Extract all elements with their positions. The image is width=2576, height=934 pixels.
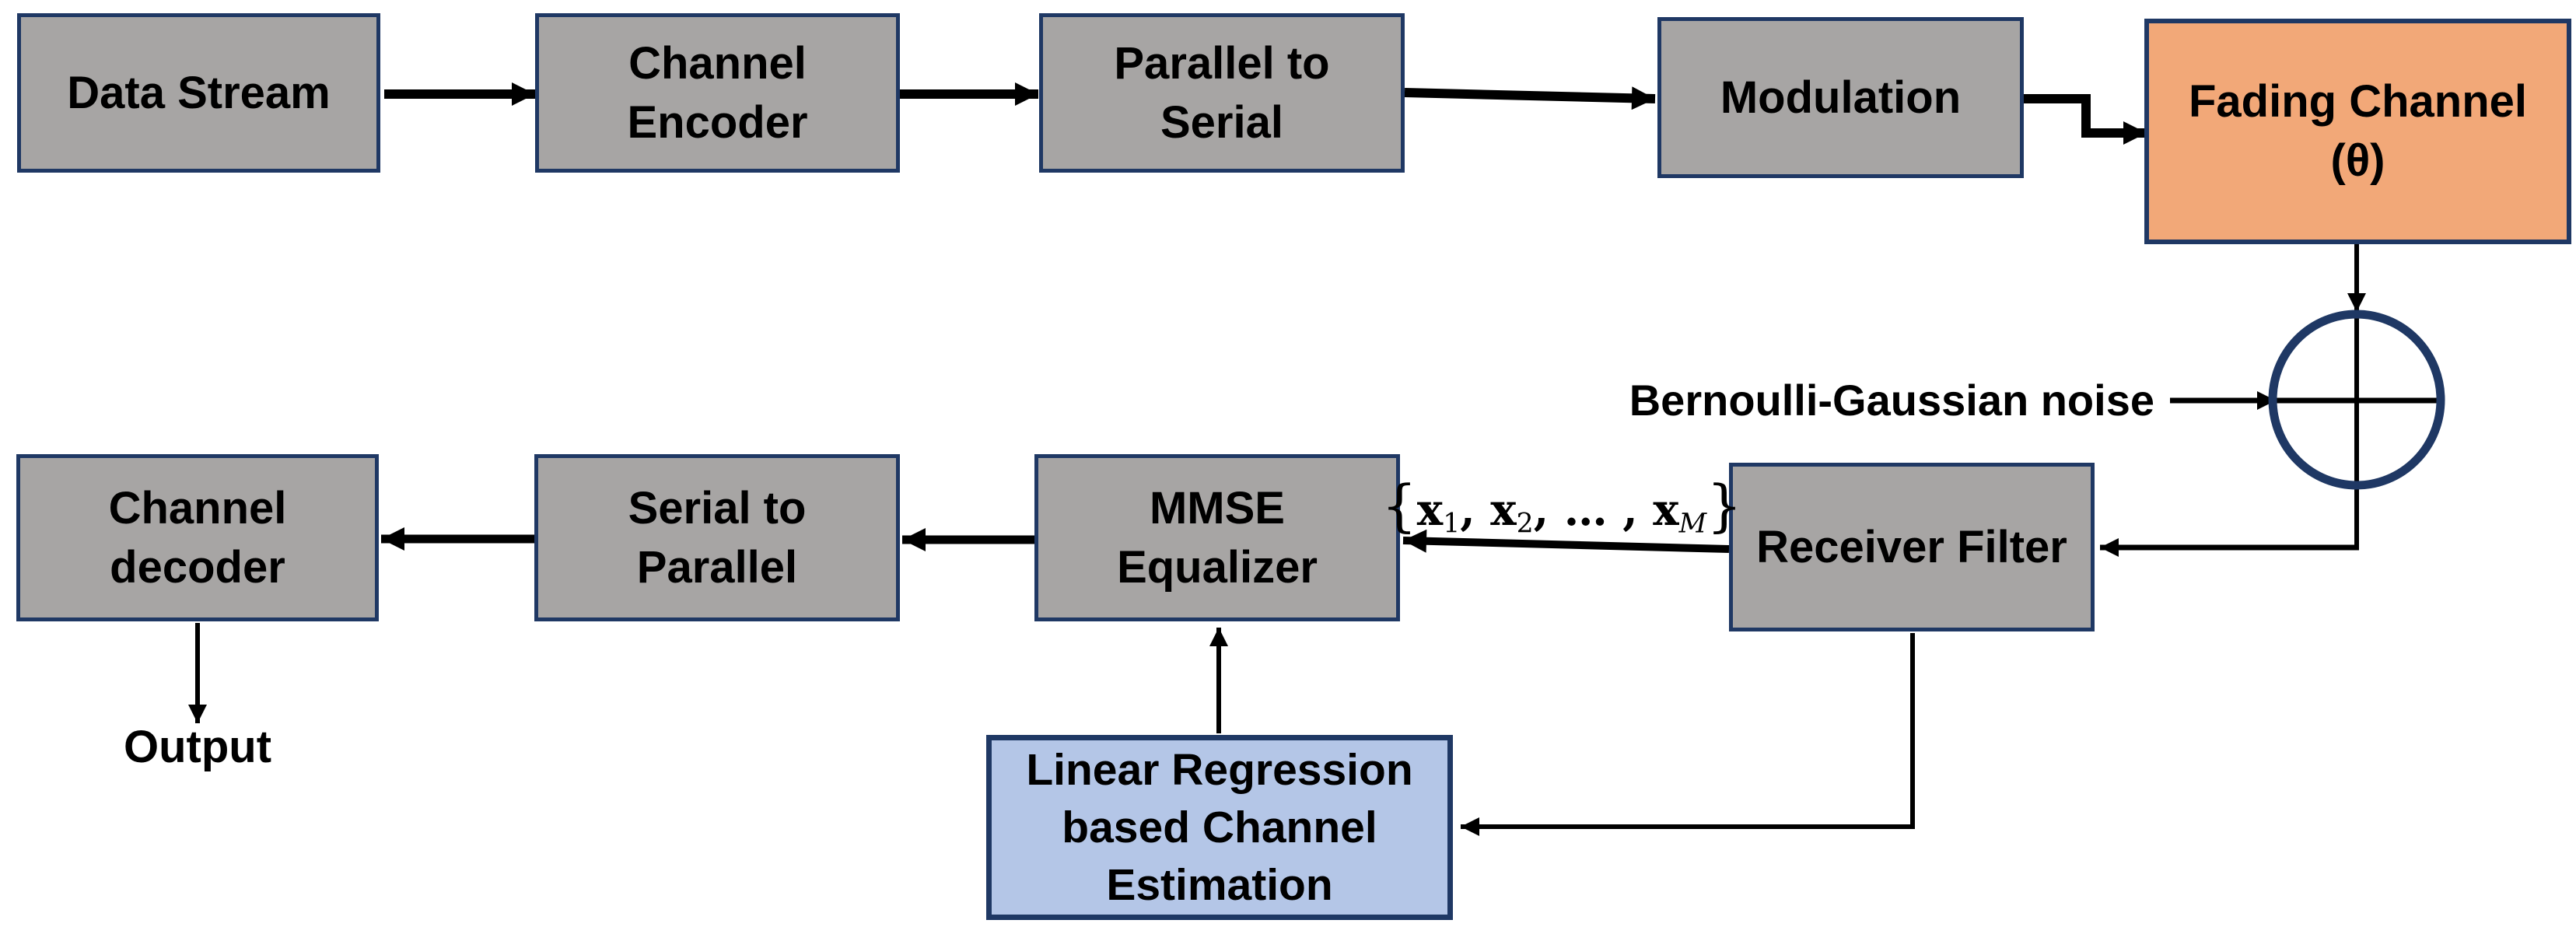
block-serial-to-parallel: Serial to Parallel bbox=[534, 454, 900, 621]
block-serial-to-parallel-label: Serial to Parallel bbox=[628, 482, 807, 593]
block-channel-encoder: Channel Encoder bbox=[535, 13, 900, 173]
block-data-stream-label: Data Stream bbox=[67, 67, 331, 118]
signal-set-x2: x bbox=[1490, 484, 1517, 536]
block-data-stream: Data Stream bbox=[17, 13, 380, 173]
block-channel-decoder-label: Channel decoder bbox=[108, 482, 287, 593]
arrow-receiver-to-estimation bbox=[1461, 633, 1915, 836]
signal-set-x1: x bbox=[1416, 484, 1444, 536]
block-linear-regression-estimation: Linear Regression based Channel Estimati… bbox=[986, 735, 1453, 920]
block-mmse-equalizer: MMSE Equalizer bbox=[1034, 454, 1400, 621]
block-fading-channel-label: Fading Channel (θ) bbox=[2189, 76, 2527, 186]
signal-set-xm: x bbox=[1653, 484, 1679, 536]
block-modulation: Modulation bbox=[1657, 17, 2024, 178]
signal-set-ellipsis: , … , bbox=[1533, 484, 1654, 536]
block-modulation-label: Modulation bbox=[1720, 72, 1962, 123]
signal-set-sub1: 1 bbox=[1443, 508, 1461, 540]
signal-set-sep1: , bbox=[1460, 484, 1491, 536]
block-receiver-filter: Receiver Filter bbox=[1729, 463, 2095, 631]
signal-set-sub2: 2 bbox=[1516, 508, 1534, 540]
block-fading-channel: Fading Channel (θ) bbox=[2144, 19, 2571, 244]
block-mmse-equalizer-label: MMSE Equalizer bbox=[1117, 482, 1318, 593]
block-parallel-to-serial-label: Parallel to Serial bbox=[1114, 37, 1330, 148]
output-label-text: Output bbox=[123, 722, 272, 772]
signal-set-close-brace: } bbox=[1706, 473, 1742, 538]
arrow-modulation-to-fading bbox=[2024, 94, 2147, 145]
noise-label: Bernoulli-Gaussian noise bbox=[1563, 373, 2154, 428]
block-parallel-to-serial: Parallel to Serial bbox=[1039, 13, 1405, 173]
block-receiver-filter-label: Receiver Filter bbox=[1756, 521, 2067, 572]
block-channel-decoder: Channel decoder bbox=[16, 454, 379, 621]
block-channel-encoder-label: Channel Encoder bbox=[627, 37, 808, 148]
arrow-receiver-to-mmse bbox=[1402, 529, 1730, 553]
adder-circle bbox=[2268, 310, 2445, 490]
signal-set-subm: M bbox=[1678, 508, 1707, 540]
noise-label-text: Bernoulli-Gaussian noise bbox=[1629, 376, 2154, 425]
output-label: Output bbox=[104, 720, 291, 775]
signal-set-open-brace: { bbox=[1381, 473, 1417, 538]
arrow-p2s-to-modulation bbox=[1404, 86, 1656, 110]
block-linear-regression-estimation-label: Linear Regression based Channel Estimati… bbox=[1026, 745, 1413, 910]
